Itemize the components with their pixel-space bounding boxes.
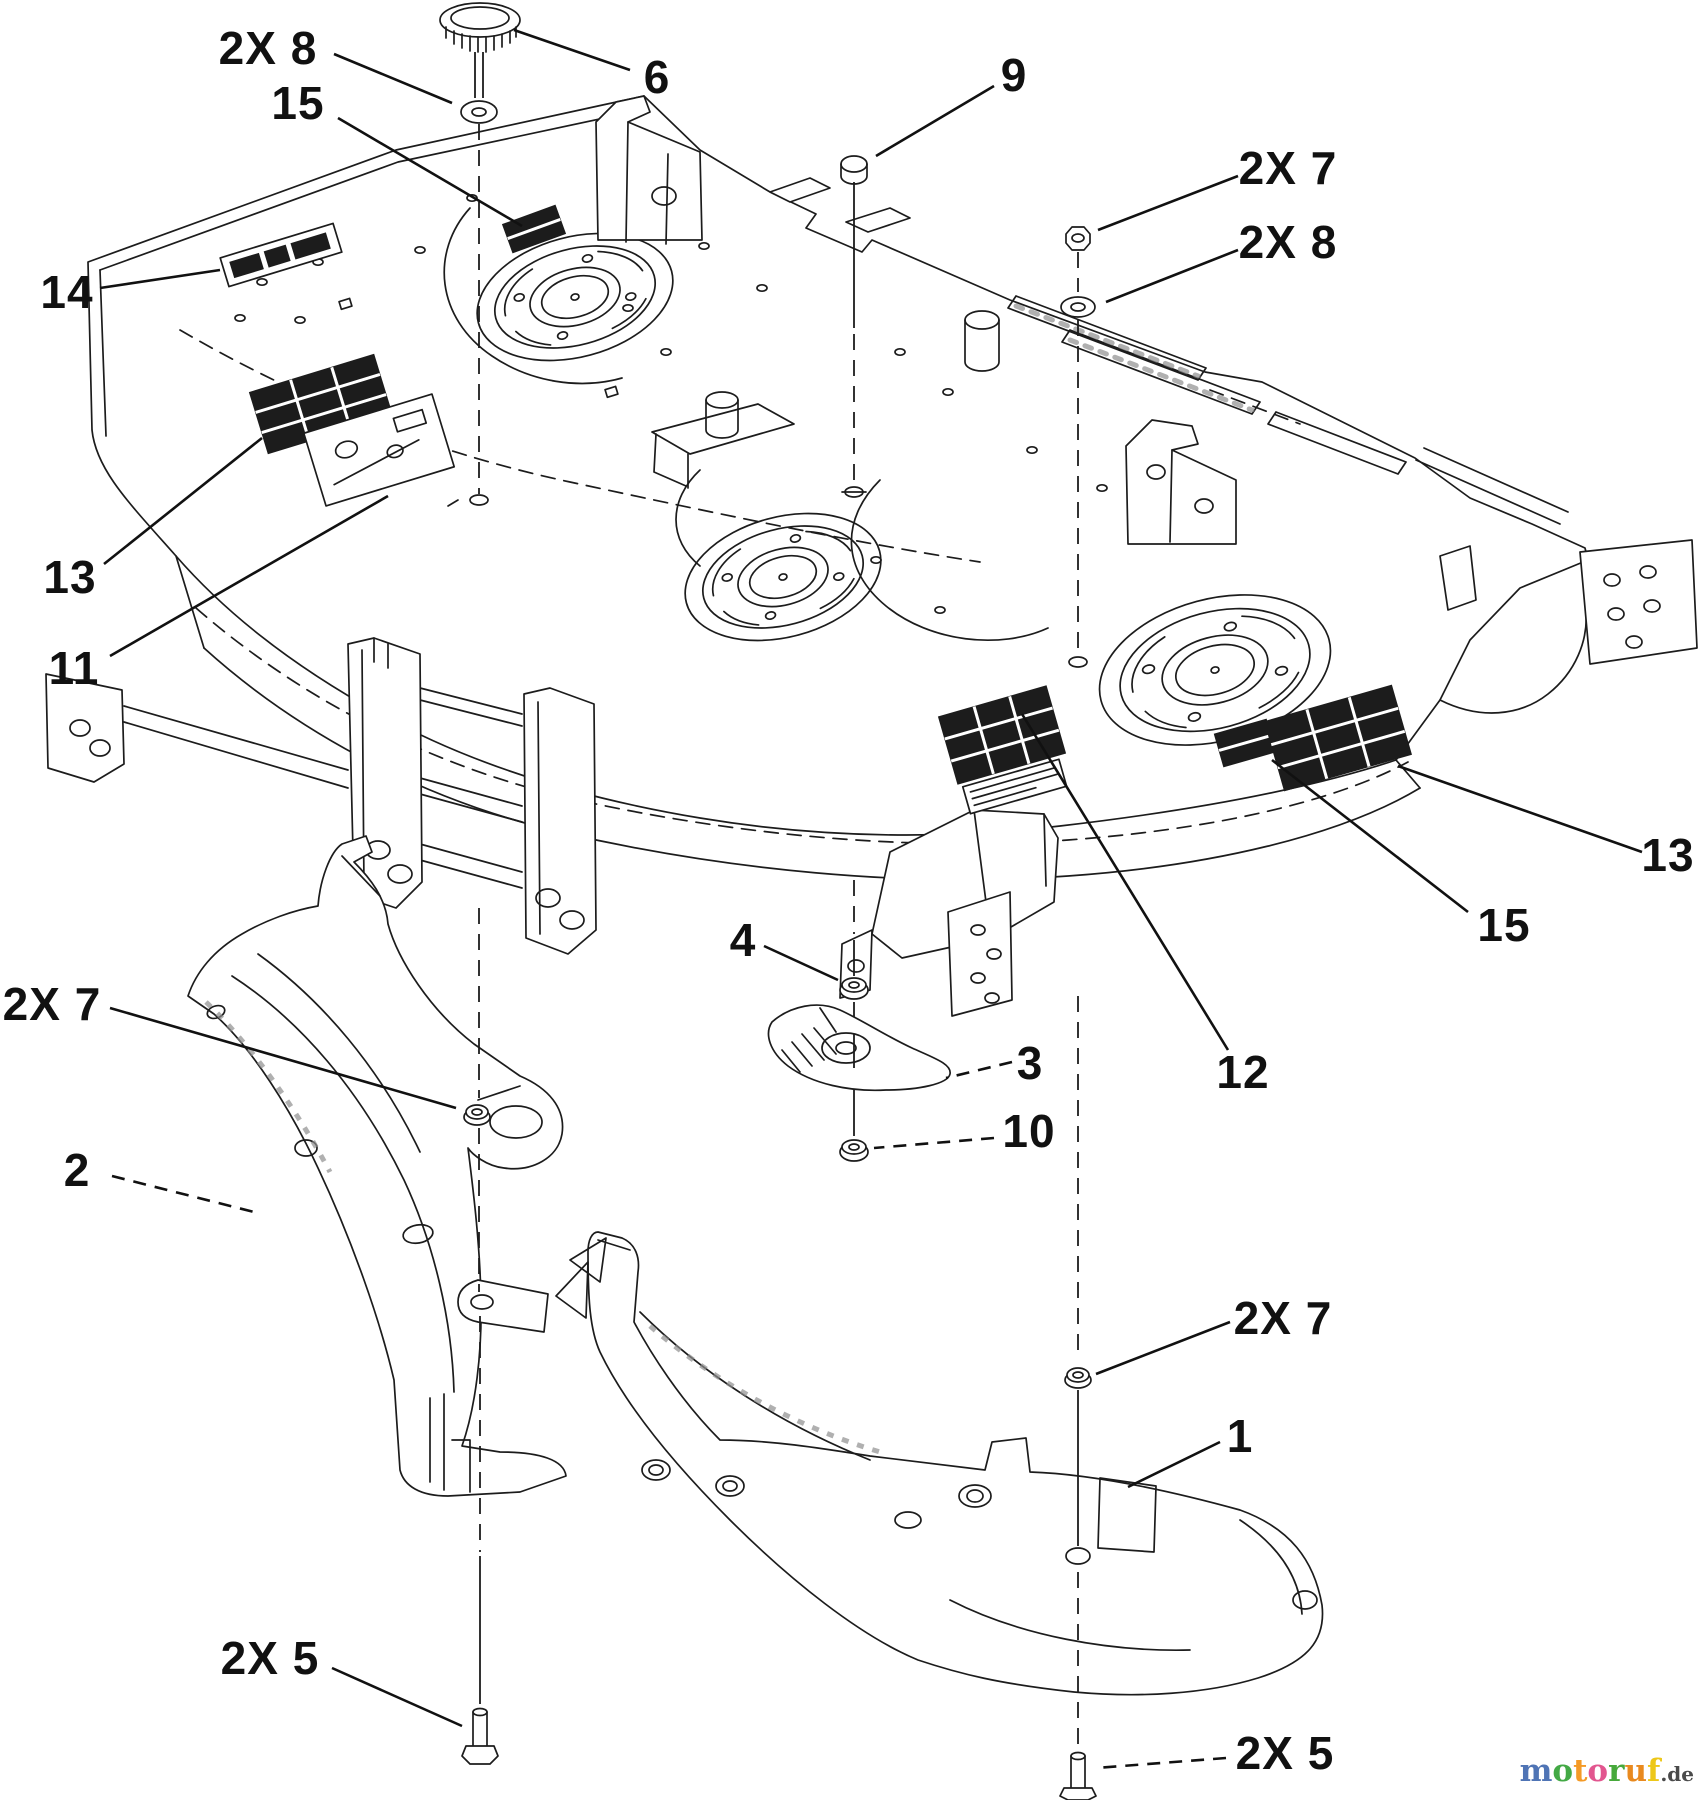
motoruf-logo-suffix: .de — [1660, 1762, 1694, 1786]
callout-10: 10 — [1002, 1105, 1056, 1157]
callout-13-right: 13 — [1641, 829, 1695, 881]
callout-qty8-top-left: 2X 8 — [218, 22, 318, 74]
callout-15-top-left: 15 — [271, 77, 325, 129]
callout-qty7-top-right: 2X 7 — [1238, 142, 1338, 194]
rear-stud — [964, 310, 1000, 372]
callout-11: 11 — [48, 642, 100, 694]
spindle-cluster-left — [476, 232, 674, 362]
callout-2: 2 — [63, 1144, 91, 1196]
decal-15-left — [501, 204, 567, 254]
callout-qty7-bottom-right: 2X 7 — [1233, 1292, 1333, 1344]
callout-12: 12 — [1216, 1046, 1270, 1098]
washer-part8-right — [1060, 296, 1096, 318]
callout-qty7-left: 2X 7 — [2, 978, 102, 1030]
callout-3: 3 — [1016, 1037, 1044, 1089]
assembly-axis-right — [1065, 252, 1091, 1748]
washer-part8-top-left — [460, 100, 498, 124]
decal-12 — [937, 685, 1068, 815]
bolt-part9 — [840, 155, 868, 185]
callout-14: 14 — [40, 266, 94, 318]
belt-cover-left-part2 — [187, 835, 567, 1497]
front-corner-bracket — [839, 809, 1059, 1017]
wing-baffle-part3 — [767, 1004, 951, 1092]
knob-part6 — [439, 2, 521, 53]
caster-bracket-top — [595, 95, 703, 245]
callout-9: 9 — [1000, 49, 1028, 101]
motoruf-logo-word: motoruf — [1519, 1753, 1661, 1789]
bolt-part5-bottom-left — [461, 1707, 499, 1765]
callout-15-right: 15 — [1477, 899, 1531, 951]
belt-guide-bracket — [651, 391, 795, 489]
callout-qty5-bottom-right: 2X 5 — [1235, 1727, 1335, 1779]
callout-leader-lines — [99, 28, 1643, 1770]
decal-13-right — [1264, 684, 1412, 792]
nut-part10 — [839, 1139, 869, 1162]
nut-part4 — [839, 977, 869, 1000]
right-end-plate — [1579, 539, 1698, 665]
caster-bracket-right — [1125, 419, 1237, 545]
bolt-part5-bottom-right — [1059, 1751, 1097, 1800]
spindle-cluster-middle — [684, 512, 882, 642]
decal-11-plate — [302, 393, 456, 507]
decal-14 — [219, 222, 343, 288]
nut-part7-top-right — [1065, 226, 1091, 251]
motoruf-watermark: motoruf.de — [1404, 1756, 1694, 1787]
belt-cover-right-part1 — [457, 1231, 1324, 1696]
callout-1: 1 — [1226, 1410, 1254, 1462]
callout-4: 4 — [729, 914, 757, 966]
nut-part7-bottom-right — [1064, 1367, 1092, 1389]
nut-part7-left — [463, 1104, 491, 1126]
callout-13-left: 13 — [43, 551, 97, 603]
callout-6: 6 — [643, 51, 671, 103]
assembly-axis-left — [447, 52, 494, 1704]
callout-qty5-bottom-left: 2X 5 — [220, 1632, 320, 1684]
callout-qty8-right: 2X 8 — [1238, 216, 1338, 268]
